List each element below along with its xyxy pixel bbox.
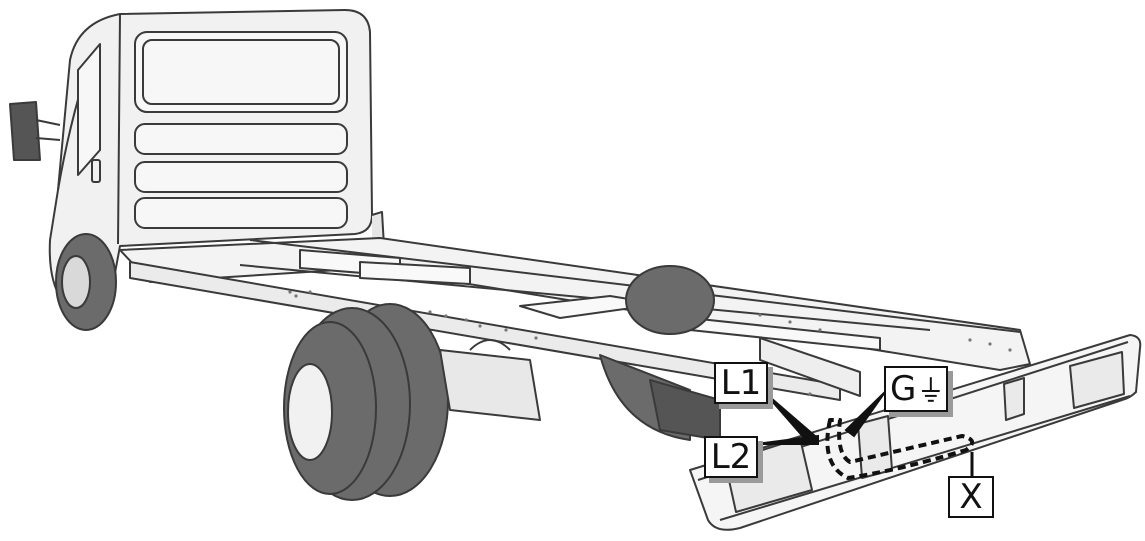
x-area-highlight xyxy=(825,418,974,480)
rear-right-wheels xyxy=(599,265,721,441)
label-g-text: G xyxy=(890,369,917,409)
rear-left-wheels xyxy=(283,303,541,501)
label-x-text: X xyxy=(959,477,983,517)
chassis-frame xyxy=(119,237,1031,401)
label-l1-text: L1 xyxy=(720,363,762,403)
cab xyxy=(9,9,385,331)
label-l1: L1 xyxy=(714,362,768,404)
label-l2-text: L2 xyxy=(710,437,752,477)
label-x: X xyxy=(948,476,994,518)
ground-symbol-icon xyxy=(922,377,941,402)
label-g: G xyxy=(884,366,948,412)
leader-lines xyxy=(755,391,974,478)
label-l2: L2 xyxy=(704,436,758,478)
